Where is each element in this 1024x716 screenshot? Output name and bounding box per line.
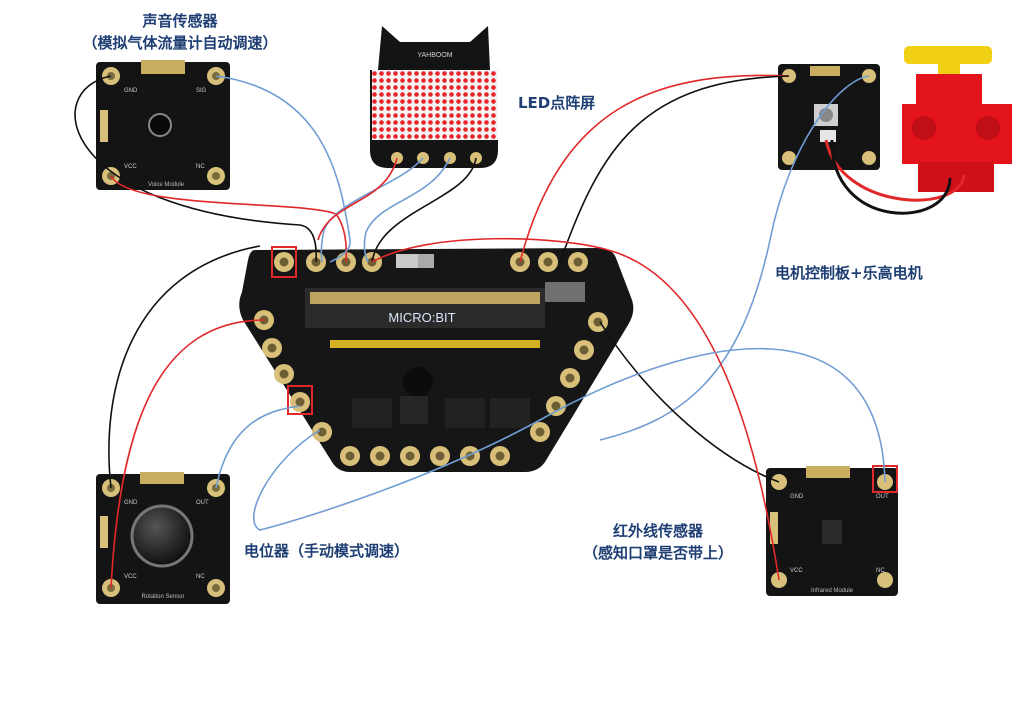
pin-label: SIG: [196, 88, 207, 94]
wire-blue: [215, 75, 351, 263]
pad-hole: [279, 369, 289, 379]
pad-hole: [535, 427, 545, 437]
pad-hole: [405, 451, 415, 461]
wire-black: [108, 245, 261, 489]
wire-blue: [252, 347, 886, 531]
pin-label: GND: [124, 88, 138, 94]
pin-label: OUT: [196, 500, 209, 506]
ir-sensor-module: [766, 465, 898, 596]
potentiometer-label: 电位器（手动模式调速）: [244, 542, 410, 560]
wire-red: [371, 237, 780, 581]
led-matrix-module: [370, 26, 498, 168]
pad-hole: [435, 451, 445, 461]
module-silk-label: Infrared Module: [811, 588, 854, 594]
highlight-box: [872, 465, 898, 493]
pad-hole: [579, 345, 589, 355]
wire-black: [599, 321, 780, 483]
motor-label: 电机控制板+乐高电机: [775, 264, 923, 282]
highlight-box: [271, 246, 297, 278]
pin-label: VCC: [124, 574, 137, 580]
sound-sensor-subtitle: （模拟气体流量计自动调速）: [82, 34, 278, 52]
ir-sensor-subtitle: （感知口罩是否带上）: [582, 544, 733, 562]
chip: [400, 396, 428, 424]
ir-sensor-title: 红外线传感器: [612, 522, 703, 540]
pad-hole: [565, 373, 575, 383]
pad-hole: [295, 397, 305, 407]
rotation-sensor-module: [96, 472, 230, 604]
pin-header: [330, 340, 540, 348]
wire-red: [519, 74, 790, 263]
potentiometer-knob: [132, 506, 192, 566]
led-label: LED点阵屏: [518, 94, 596, 112]
wire-black: [371, 157, 477, 263]
chip: [445, 398, 485, 428]
wire-red: [110, 175, 348, 263]
wires: [74, 74, 966, 589]
wire-red: [110, 319, 266, 589]
sound-sensor-title: 声音传感器: [142, 12, 218, 30]
wire-blue: [320, 157, 424, 263]
wire-blue: [363, 157, 451, 263]
pin-label: GND: [790, 494, 804, 500]
switch: [545, 282, 585, 302]
pin-label: VCC: [790, 568, 803, 574]
wire-blue: [215, 405, 301, 489]
lego-motor: [902, 46, 1012, 192]
sound-sensor-label: 声音传感器 （模拟气体流量计自动调速）: [30, 10, 330, 54]
ir-sensor-label: 红外线传感器 （感知口罩是否带上）: [548, 520, 768, 564]
pad-hole: [345, 451, 355, 461]
power-jack: [418, 254, 434, 268]
pad-hole: [593, 317, 603, 327]
pin-label: NC: [196, 164, 205, 170]
pad-hole: [543, 257, 553, 267]
microphone: [148, 113, 172, 137]
pad-hole: [279, 257, 289, 267]
pin-label: OUT: [876, 494, 889, 500]
chip: [352, 398, 392, 428]
pad-hole: [267, 343, 277, 353]
pad-hole: [551, 401, 561, 411]
usb-port: [396, 254, 418, 268]
pin-label: NC: [196, 574, 205, 580]
pin-label: VCC: [124, 164, 137, 170]
pad-hole: [317, 427, 327, 437]
microbit-expansion-board: [239, 246, 634, 472]
module-silk-label: Rotation Sensor: [141, 594, 184, 600]
pad-hole: [573, 257, 583, 267]
module-silk-label: Voice Module: [148, 182, 185, 188]
buzzer: [403, 367, 433, 397]
pad-hole: [495, 451, 505, 461]
wire-red: [317, 157, 398, 241]
wire-black: [830, 139, 952, 215]
chip: [490, 398, 530, 428]
pad-hole: [375, 451, 385, 461]
brand-logo: YAHBOOM: [417, 52, 452, 59]
pin-label: GND: [124, 500, 138, 506]
wire-black: [559, 75, 790, 263]
wire-blue: [599, 75, 870, 441]
board-silk-label: MICRO:BIT: [388, 310, 455, 325]
highlight-box: [287, 385, 313, 415]
sound-sensor-module: [96, 60, 230, 190]
pin-label: NC: [876, 568, 885, 574]
